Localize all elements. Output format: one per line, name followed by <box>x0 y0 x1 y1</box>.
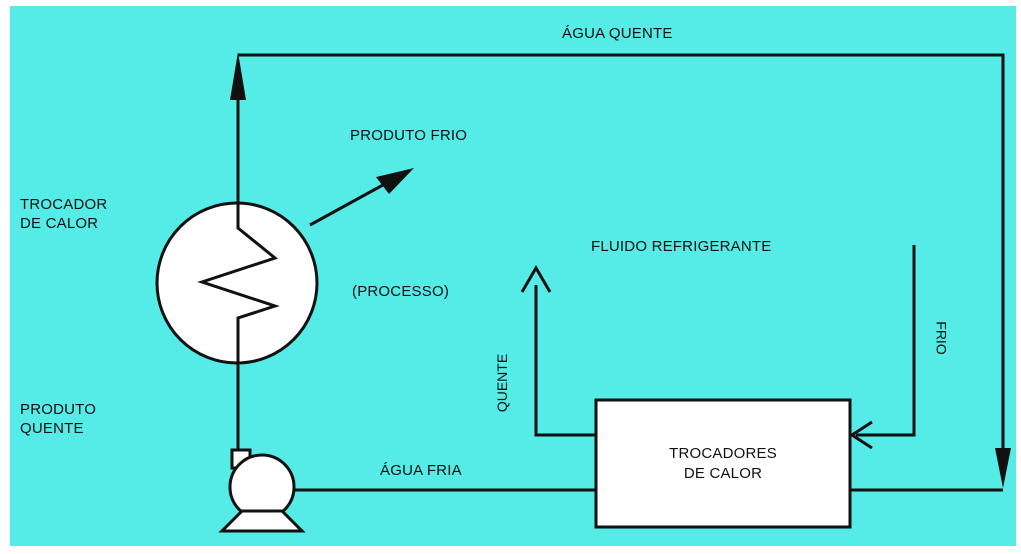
hot-refrigerant-arrowhead <box>520 265 552 293</box>
hot-label-vertical: QUENTE <box>494 353 511 413</box>
cold-refrigerant-line <box>856 245 916 437</box>
process-label: (PROCESSO) <box>352 283 450 300</box>
pump-base <box>218 509 306 533</box>
hot-water-up-arrowhead <box>230 52 246 100</box>
heat-exchangers-box <box>594 398 852 529</box>
hot-water-down-arrowhead <box>995 448 1011 488</box>
cold-product-label: PRODUTO FRIO <box>350 127 468 144</box>
heat-exchanger-label-1: TROCADOR <box>20 196 108 213</box>
cold-label-vertical: FRIO <box>933 321 950 355</box>
heat-exchanger-label-2: DE CALOR <box>20 215 99 232</box>
heat-exchanger-coil <box>197 203 280 363</box>
hot-water-line <box>238 53 1005 470</box>
exchangers-label-1: TROCADORES <box>669 445 777 462</box>
exchangers-label-2: DE CALOR <box>683 465 763 482</box>
hot-product-label-2: QUENTE <box>20 420 84 437</box>
refrigerant-fluid-label: FLUIDO REFRIGERANTE <box>591 238 772 255</box>
pump-body <box>228 453 296 521</box>
hot-refrigerant-line <box>534 285 596 437</box>
hot-water-label: ÁGUA QUENTE <box>562 25 673 42</box>
cold-product-line <box>309 178 393 227</box>
cold-product-arrowhead <box>376 168 414 194</box>
hot-product-label-1: PRODUTO <box>20 401 97 418</box>
cold-water-label: ÁGUA FRIA <box>380 462 462 479</box>
cold-refrigerant-arrowhead <box>849 420 873 450</box>
